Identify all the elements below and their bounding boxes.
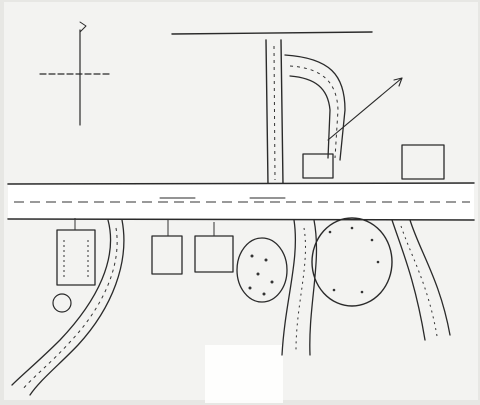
lane-centerline	[273, 45, 276, 181]
hut-1-outline	[151, 235, 183, 275]
curved-road	[284, 54, 346, 161]
field-outline	[311, 217, 393, 307]
lane-right-edge	[280, 39, 284, 186]
curved-road-outer-edge	[284, 54, 346, 161]
stream-middle	[281, 219, 318, 356]
compass-rose	[39, 21, 113, 126]
paper-glare	[205, 345, 283, 403]
direction-arrow-line	[327, 77, 403, 141]
field-dots	[328, 226, 380, 294]
stream-right	[391, 219, 451, 341]
tree-grove-outline	[236, 237, 288, 303]
school-outline	[401, 144, 445, 180]
houses-left	[56, 218, 96, 286]
winding-path-edge-1	[11, 219, 112, 386]
winding-path-center	[21, 227, 118, 391]
field-circle	[311, 217, 393, 307]
direction-arrow-head-icon	[393, 77, 403, 87]
tree-grove	[236, 237, 288, 303]
stream-middle-center	[295, 227, 306, 351]
winding-path-left	[11, 219, 125, 396]
stream-middle-edge-1	[281, 219, 297, 356]
stream-right-edge-2	[409, 219, 451, 336]
curved-road-inner-edge	[289, 75, 331, 159]
stream-right-edge-1	[391, 219, 426, 341]
main-road-top-edge	[7, 182, 475, 185]
main-road	[7, 182, 475, 221]
house-1-outline	[56, 229, 96, 286]
title-underline	[171, 31, 373, 35]
lane-left-edge	[265, 39, 269, 186]
building-small	[302, 153, 334, 179]
stream-middle-edge-2	[309, 219, 318, 356]
house-1-hatch	[63, 240, 89, 278]
north-arrow-icon	[79, 21, 87, 33]
main-road-bottom-edge	[7, 218, 475, 221]
school-building	[401, 144, 445, 180]
vertical-lane	[265, 39, 284, 186]
winding-path-edge-2	[29, 219, 125, 396]
huts-middle	[151, 220, 234, 275]
building-small-outline	[302, 153, 334, 179]
tree-grove-dots	[248, 254, 274, 296]
well-icon	[52, 293, 72, 313]
